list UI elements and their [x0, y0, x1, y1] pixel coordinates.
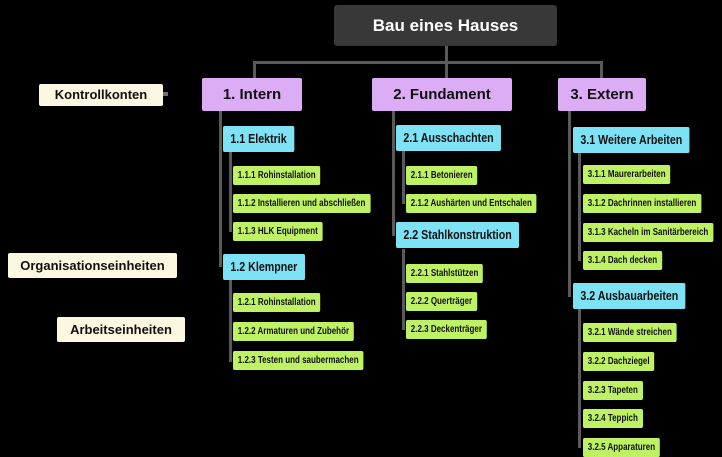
work-item-3-1-1: 3.1.1 Maurerarbeiten: [583, 165, 671, 184]
connector-subtrunk-3-2: [578, 307, 581, 448]
group-node-1-2-klempner: 1.2 Klempner: [223, 254, 305, 280]
connector-stub-branch-3: [600, 61, 603, 79]
connector-trunk-branch-2: [392, 110, 395, 236]
work-item-1-1-2: 1.1.2 Installieren und abschließen: [233, 194, 371, 213]
work-item-1-2-1: 1.2.1 Rohinstallation: [233, 293, 321, 312]
connector-stub-branch-2: [445, 61, 448, 79]
work-item-3-1-2: 3.1.2 Dachrinnen installieren: [583, 194, 702, 213]
connector-horizontal-rail: [253, 61, 603, 64]
work-item-2-2-2: 2.2.2 Querträger: [406, 292, 477, 311]
work-item-2-2-3: 2.2.3 Deckenträger: [406, 320, 487, 339]
work-item-3-2-2: 3.2.2 Dachziegel: [583, 352, 655, 371]
connector-subtrunk-1-1: [229, 151, 232, 232]
work-item-3-2-1: 3.2.1 Wände streichen: [583, 323, 677, 342]
connector-stub-branch-1: [253, 61, 256, 79]
group-node-2-2-stahlkonstruktion: 2.2 Stahlkonstruktion: [396, 222, 520, 248]
branch-node-3-extern: 3. Extern: [558, 78, 646, 111]
group-node-3-1-weitere-arbeiten: 3.1 Weitere Arbeiten: [573, 127, 690, 153]
work-item-3-2-4: 3.2.4 Teppich: [583, 409, 643, 428]
work-item-3-2-5: 3.2.5 Apparaturen: [583, 438, 660, 457]
connector-tick-kontrollkonten: [163, 92, 168, 96]
connector-subtrunk-1-2: [229, 280, 232, 362]
side-label-arbeitseinheiten: Arbeitseinheiten: [57, 317, 185, 342]
connector-subtrunk-2-2: [402, 249, 405, 330]
group-node-3-2-ausbauarbeiten: 3.2 Ausbauarbeiten: [573, 283, 686, 309]
work-item-2-2-1: 2.2.1 Stahlstützen: [406, 264, 484, 283]
root-node: Bau eines Hauses: [334, 5, 557, 46]
connector-subtrunk-3-1: [578, 151, 581, 261]
work-item-2-1-1: 2.1.1 Betonieren: [406, 166, 478, 185]
work-item-3-1-4: 3.1.4 Dach decken: [583, 251, 662, 270]
work-item-3-1-3: 3.1.3 Kacheln im Sanitärbereich: [583, 223, 714, 242]
work-item-1-1-3: 1.1.3 HLK Equipment: [233, 222, 323, 241]
group-node-1-1-elektrik: 1.1 Elektrik: [223, 126, 295, 152]
connector-subtrunk-2-1: [402, 151, 405, 204]
connector-trunk-branch-3: [568, 110, 571, 297]
work-item-2-1-2: 2.1.2 Aushärten und Entschalen: [406, 194, 537, 213]
connector-trunk-branch-1: [219, 110, 222, 267]
branch-node-2-fundament: 2. Fundament: [372, 78, 512, 111]
side-label-kontrollkonten: Kontrollkonten: [39, 84, 163, 106]
work-item-1-2-2: 1.2.2 Armaturen und Zubehör: [233, 322, 354, 341]
connector-root-stub: [445, 45, 448, 62]
work-item-3-2-3: 3.2.3 Tapeten: [583, 381, 643, 400]
work-item-1-1-1: 1.1.1 Rohinstallation: [233, 166, 321, 185]
work-item-1-2-3: 1.2.3 Testen und saubermachen: [233, 351, 364, 370]
branch-node-1-intern: 1. Intern: [202, 78, 302, 111]
group-node-2-1-ausschachten: 2.1 Ausschachten: [396, 125, 502, 151]
side-label-organisationseinheiten: Organisationseinheiten: [8, 253, 177, 278]
